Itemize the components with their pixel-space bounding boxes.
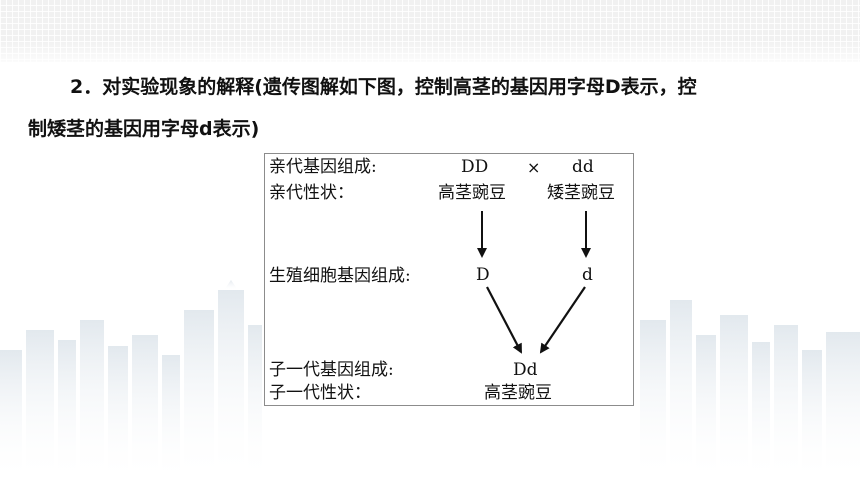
- parent-phenotype-label: 亲代性状：: [269, 183, 354, 203]
- explanation-line-2: 制矮茎的基因用字母d表示): [28, 118, 260, 140]
- gamete-1: D: [476, 265, 490, 285]
- parent2-phenotype: 矮茎豌豆: [547, 183, 615, 203]
- explanation-line-1: 2．对实验现象的解释(遗传图解如下图，控制高茎的基因用字母D表示，控: [70, 76, 697, 98]
- city-skyline-background: [0, 280, 860, 484]
- offspring-phenotype-label: 子一代性状：: [269, 383, 371, 403]
- genetic-cross-diagram: 亲代基因组成: 亲代性状： DD × dd 高茎豌豆 矮茎豌豆 生殖细胞基因组成…: [264, 153, 634, 406]
- parent1-phenotype: 高茎豌豆: [438, 183, 506, 203]
- cross-symbol: ×: [527, 158, 541, 177]
- arrow-gamete2-to-offspring: [539, 286, 586, 354]
- gamete-label: 生殖细胞基因组成:: [269, 266, 411, 286]
- offspring-genotype: Dd: [513, 360, 538, 380]
- parent1-genotype: DD: [461, 157, 489, 177]
- gamete-2: d: [582, 265, 593, 285]
- arrow-gamete1-to-offspring: [486, 286, 522, 354]
- offspring-phenotype: 高茎豌豆: [484, 383, 552, 403]
- cross-arrows: [477, 211, 591, 354]
- offspring-genotype-label: 子一代基因组成:: [269, 360, 394, 380]
- explanation-text: 2．对实验现象的解释(遗传图解如下图，控制高茎的基因用字母D表示，控 制矮茎的基…: [28, 66, 838, 150]
- parent2-genotype: dd: [572, 157, 594, 177]
- parent-genotype-label: 亲代基因组成:: [269, 157, 377, 177]
- header-fade: [0, 40, 860, 70]
